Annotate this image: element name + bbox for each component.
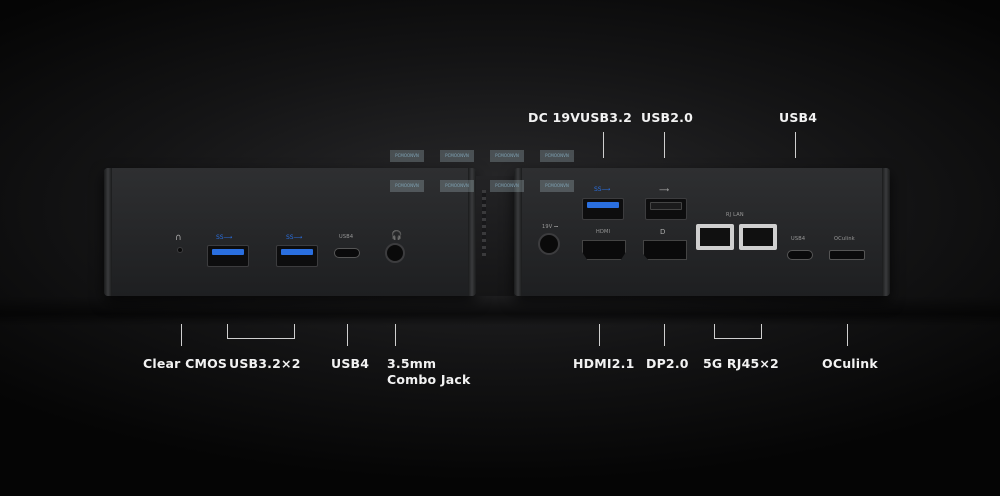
watermark: PCMOONVN (390, 150, 424, 162)
watermark: PCMOONVN (440, 150, 474, 162)
dc-rating-print: 19V ⎓ (542, 224, 559, 230)
headphone-icon: 🎧 (391, 231, 403, 241)
bracket-usb32x2 (227, 324, 295, 339)
watermark: PCMOONVN (540, 180, 574, 192)
leader-clear-cmos (181, 324, 182, 346)
watermark: PCMOONVN (390, 180, 424, 192)
usb-tongue (587, 202, 619, 208)
rj45-port-2[interactable] (739, 224, 777, 250)
left-unit-rear-panel (104, 168, 476, 296)
usb-tongue (650, 202, 682, 210)
leader-usb20 (664, 132, 665, 158)
usb32-port-2[interactable] (276, 245, 318, 267)
bracket-rj45 (714, 324, 762, 339)
rj45-socket (700, 228, 730, 246)
watermark: PCMOONVN (490, 180, 524, 192)
floor-shadow (0, 296, 1000, 326)
hdmi-print: HDMI (596, 229, 611, 235)
usb-icon: SS⟶ (594, 186, 611, 193)
usb32-port-top[interactable] (582, 198, 624, 220)
label-combo-line2: Combo Jack (387, 372, 471, 387)
leader-usb4-bottom (347, 324, 348, 346)
leader-usb4-top (795, 132, 796, 158)
displayport-port[interactable] (643, 240, 687, 260)
leader-hdmi (599, 324, 600, 346)
usb4-print-left: USB4 (339, 234, 354, 240)
rj45-socket (743, 228, 773, 246)
left-unit-edge (104, 168, 112, 296)
oculink-print: OCulink (834, 236, 855, 242)
leader-combo-jack (395, 324, 396, 346)
usb4-port-left[interactable] (334, 248, 360, 258)
label-usb20: USB2.0 (641, 110, 694, 125)
right-unit-edge (514, 168, 522, 296)
leader-dp (664, 324, 665, 346)
watermark: PCMOONVN (490, 150, 524, 162)
vent-grille (482, 190, 486, 260)
oculink-port[interactable] (829, 250, 865, 260)
watermark: PCMOONVN (540, 150, 574, 162)
usb32-port-1[interactable] (207, 245, 249, 267)
label-usb4-bottom: USB4 (331, 356, 370, 371)
rj-lan-print: RJ LAN (726, 212, 744, 218)
usb-tongue (212, 249, 244, 255)
leader-oculink (847, 324, 848, 346)
combo-jack-port[interactable] (385, 243, 405, 263)
cmos-icon: ∩ (175, 233, 182, 243)
clear-cmos-button[interactable] (177, 247, 183, 253)
label-dp: DP2.0 (646, 356, 689, 371)
usb4-port-right[interactable] (787, 250, 813, 260)
label-rj45: 5G RJ45×2 (703, 356, 779, 371)
label-hdmi: HDMI2.1 (573, 356, 635, 371)
displayport-icon: D (660, 228, 666, 236)
usb4-print-right: USB4 (791, 236, 806, 242)
hdmi-port[interactable] (582, 240, 626, 260)
usb-tongue (281, 249, 313, 255)
label-usb32x2: USB3.2×2 (229, 356, 301, 371)
usb-icon: ⟶ (659, 186, 670, 194)
usb-icon: SS⟶ (216, 234, 233, 241)
label-oculink: OCulink (822, 356, 878, 371)
label-clear-cmos: Clear CMOS (143, 356, 228, 371)
label-usb4-top: USB4 (779, 110, 818, 125)
label-usb32-top: USB3.2 (580, 110, 633, 125)
rj45-port-1[interactable] (696, 224, 734, 250)
label-dc-19v: DC 19V (528, 110, 581, 125)
dc-power-port[interactable] (538, 233, 560, 255)
left-unit-edge-right (468, 168, 476, 296)
label-combo-line1: 3.5mm (387, 356, 437, 371)
right-unit-edge-right (882, 168, 890, 296)
usb-icon: SS⟶ (286, 234, 303, 241)
usb20-port[interactable] (645, 198, 687, 220)
watermark: PCMOONVN (440, 180, 474, 192)
leader-usb32-top (603, 132, 604, 158)
